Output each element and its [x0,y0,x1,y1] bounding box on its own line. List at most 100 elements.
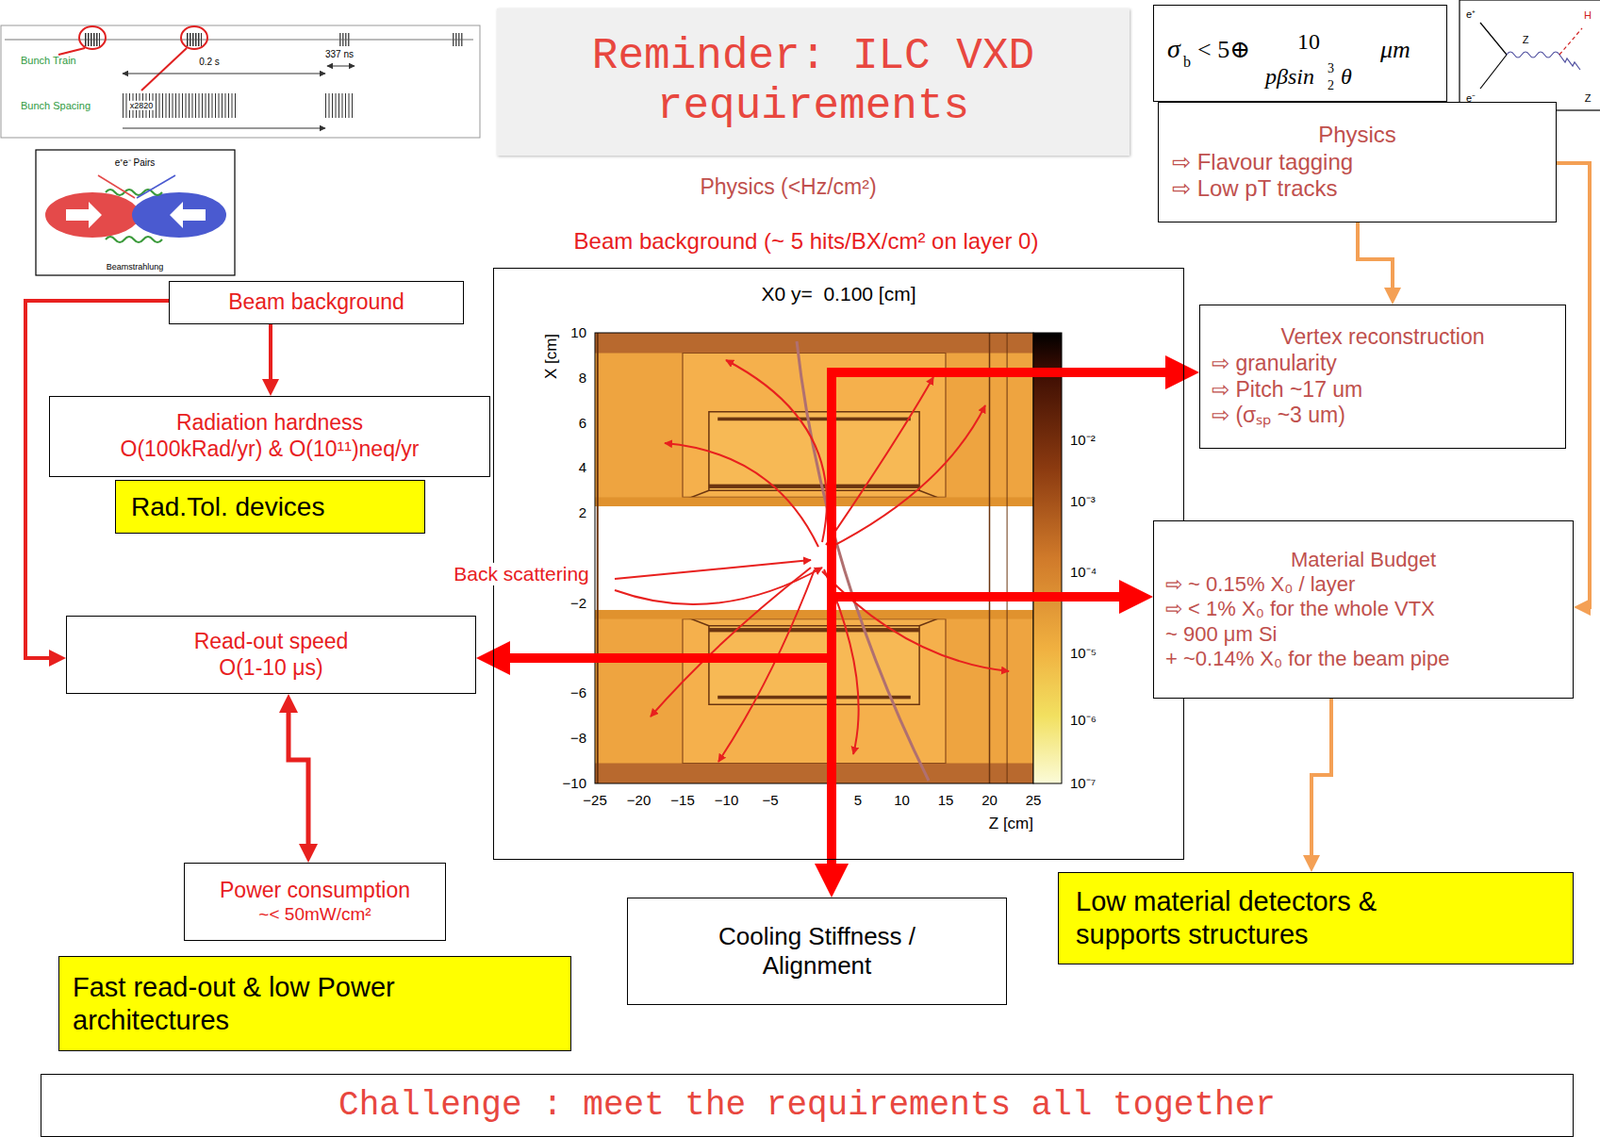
figure-label: e⁺e⁻ Pairs [115,157,156,169]
node-text: O(1-10 μs) [74,655,468,682]
callout-label: Back scattering [451,562,592,586]
node-text: Cooling Stiffness / Alignment [666,922,969,981]
node-text: θ [1340,65,1353,88]
node-text: Radiation hardness [57,410,482,437]
node-text: O(100kRad/yr) & O(10¹¹)neq/yr [57,436,482,463]
particle-label: Z [1584,92,1592,105]
scale-label: 10⁻⁵ [1068,644,1099,661]
requirement-box: Cooling Stiffness / Alignment [626,897,1007,1006]
node-text: Physics [1171,121,1543,149]
node-text: Vertex reconstruction [1211,324,1554,351]
node-text: 3 [1327,62,1335,76]
scale-label: 10⁻² [1068,431,1098,448]
tick-label: −2 [568,594,589,611]
tick-label: 2 [577,504,589,521]
node-text: Power consumption [192,877,438,905]
challenge-box: Challenge : meet the requirements all to… [40,1073,1574,1137]
solution-box: Rad.Tol. devices [115,479,426,534]
node-text: ⇨ granularity [1211,350,1554,378]
scale-label: 10⁻⁴ [1068,563,1099,580]
node-text: 2 [1327,79,1335,93]
node-text: σ [1167,35,1181,63]
requirement-box: Radiation hardnessO(100kRad/yr) & O(10¹¹… [49,395,491,478]
tick-label: −10 [560,775,589,792]
connector-arrow [826,367,837,871]
tick-label: 10 [891,791,912,809]
scale-label: 10⁻³ [1068,493,1098,510]
particle-label: Z [1522,33,1530,47]
title-text: Reminder: ILC VXD requirements [549,32,1078,132]
node-text: pβsin [1265,65,1315,88]
tick-label: 20 [979,791,1000,809]
figure-label: Beamstrahlung [106,262,165,272]
beamstrahlung-figure [35,149,235,276]
node-text: ~< 50mW/cm² [192,904,438,926]
node-text: + ~0.14% X₀ for the beam pipe [1165,646,1562,672]
node-text: < 5⊕ [1197,37,1251,63]
node-text: Material Budget [1165,547,1562,573]
connector-arrow [831,367,1172,378]
connector-arrow [1311,698,1332,859]
node-text: Rad.Tol. devices [131,491,410,524]
particle-label: H [1583,9,1592,22]
formula-box: σb < 5⊕ 10 pβsin 3 2θ μm [1153,4,1448,102]
connector-arrow [288,709,309,848]
tick-label: −10 [712,791,741,809]
tick-label: 6 [577,414,589,431]
node-text: b [1183,54,1191,70]
connector-arrow [831,592,1126,602]
node-text: ⇨ Pitch ~17 um [1211,377,1554,404]
time-label: 0.2 s [198,56,220,68]
solution-box: Fast read-out & low Power architectures [58,956,572,1052]
tick-label: −25 [580,791,609,809]
node-text: ⇨ Low pT tracks [1171,175,1543,203]
node-text: Low material detectors & supports struct… [1075,885,1472,952]
node-text: Fast read-out & low Power architectures [72,971,488,1038]
node-text: ⇨ ~ 0.15% X₀ / layer [1165,572,1562,597]
tick-label: −5 [759,791,780,809]
particle-label: e⁺ [1466,8,1476,21]
tick-label: 5 [852,791,864,809]
tick-label: 10 [568,324,589,341]
connector-arrow [268,324,273,383]
tick-label: −15 [668,791,696,809]
rate-label: Physics (<Hz/cm²) [699,174,876,199]
node-text: Challenge : meet the requirements all to… [50,1085,1564,1126]
timing-label: Bunch Spacing [20,99,91,113]
timing-label: Bunch Train [20,54,77,67]
node-text: Read-out speed [74,628,468,656]
tick-label: 8 [577,369,589,386]
tick-label: −6 [568,684,589,701]
node-text: ⇨ < 1% X₀ for the whole VTX [1165,596,1562,622]
time-label: 337 ns [325,49,354,61]
connector-arrow [503,653,832,663]
node-text: X0 y= 0.100 [cm] [494,281,1184,306]
scale-label: 10⁻⁷ [1068,775,1098,792]
scale-label: 10⁻⁶ [1068,711,1099,728]
tick-label: −8 [568,729,589,746]
node-text: Beam background [175,289,458,316]
bunch-train-figure [0,25,480,138]
axis-title: X [cm] [542,333,561,380]
count-label: x2820 [128,100,156,111]
axis-title: Z [cm] [989,814,1034,834]
tick-label: −20 [625,791,653,809]
node-text: 10 [1297,30,1320,53]
connector-arrow [1357,222,1393,292]
node-text: ⇨ (σₛₚ ~3 um) [1211,402,1554,429]
requirement-box: Vertex reconstruction⇨ granularity⇨ Pitc… [1199,304,1567,449]
node-text: ⇨ Flavour tagging [1171,148,1543,177]
requirement-box: Material Budget⇨ ~ 0.15% X₀ / layer⇨ < 1… [1153,520,1574,699]
physics-box: Physics⇨ Flavour tagging⇨ Low pT tracks [1157,101,1557,223]
tick-label: 4 [577,459,589,476]
process-box: Beam background [168,280,464,325]
requirement-box: Power consumption~< 50mW/cm² [183,862,446,941]
particle-label: e⁻ [1466,92,1476,105]
detector-plot [493,267,1185,860]
requirement-box: Read-out speedO(1-10 μs) [65,615,477,694]
tick-label: 25 [1023,791,1044,809]
node-text: μm [1380,37,1411,63]
rate-label: Beam background (~ 5 hits/BX/cm² on laye… [574,228,1040,255]
solution-box: Low material detectors & supports struct… [1057,872,1574,965]
tick-label: 15 [936,791,957,809]
